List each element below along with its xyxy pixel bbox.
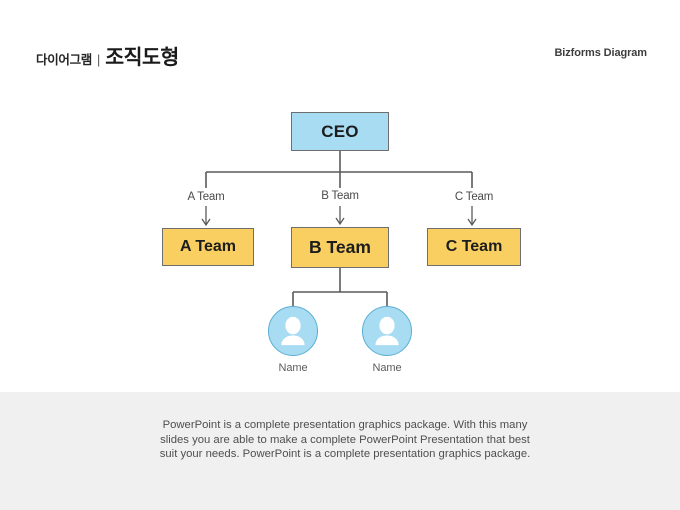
node-ceo[interactable]: CEO bbox=[291, 112, 389, 151]
node-team-b-label: B Team bbox=[309, 237, 371, 257]
member-name-2: Name bbox=[372, 362, 402, 374]
title-heading: 조직도형 bbox=[105, 46, 179, 69]
person-avatar-icon-2[interactable] bbox=[362, 306, 412, 356]
person-glyph-1 bbox=[281, 316, 305, 346]
arrow-down-icon-a bbox=[201, 206, 211, 227]
arrow-down-icon-c bbox=[467, 206, 477, 227]
org-chart: CEO A Team B Team C Team A Team B Team C… bbox=[162, 112, 521, 374]
connector-lines bbox=[201, 151, 477, 306]
branch-label-b: B Team bbox=[321, 190, 359, 202]
member-name-1: Name bbox=[278, 362, 308, 374]
brand-label: Bizforms Diagram bbox=[554, 47, 647, 59]
person-avatar-icon-1[interactable] bbox=[268, 306, 318, 356]
title-separator: | bbox=[97, 53, 101, 67]
arrow-down-icon-b bbox=[335, 206, 345, 226]
title-kicker: 다이어그램 bbox=[36, 53, 93, 67]
node-team-c[interactable]: C Team bbox=[427, 228, 521, 266]
branch-label-a: A Team bbox=[187, 191, 225, 203]
node-team-b[interactable]: B Team bbox=[291, 227, 389, 268]
node-ceo-label: CEO bbox=[321, 121, 359, 141]
footer-description: PowerPoint is a complete presentation gr… bbox=[159, 419, 531, 461]
branch-label-c: C Team bbox=[454, 191, 494, 203]
node-team-c-label: C Team bbox=[445, 238, 503, 255]
footer-band bbox=[0, 392, 680, 510]
page-title: 다이어그램 | 조직도형 bbox=[36, 40, 179, 70]
person-glyph-2 bbox=[375, 316, 399, 346]
node-team-a-label: A Team bbox=[179, 238, 236, 255]
node-team-a[interactable]: A Team bbox=[162, 228, 254, 266]
